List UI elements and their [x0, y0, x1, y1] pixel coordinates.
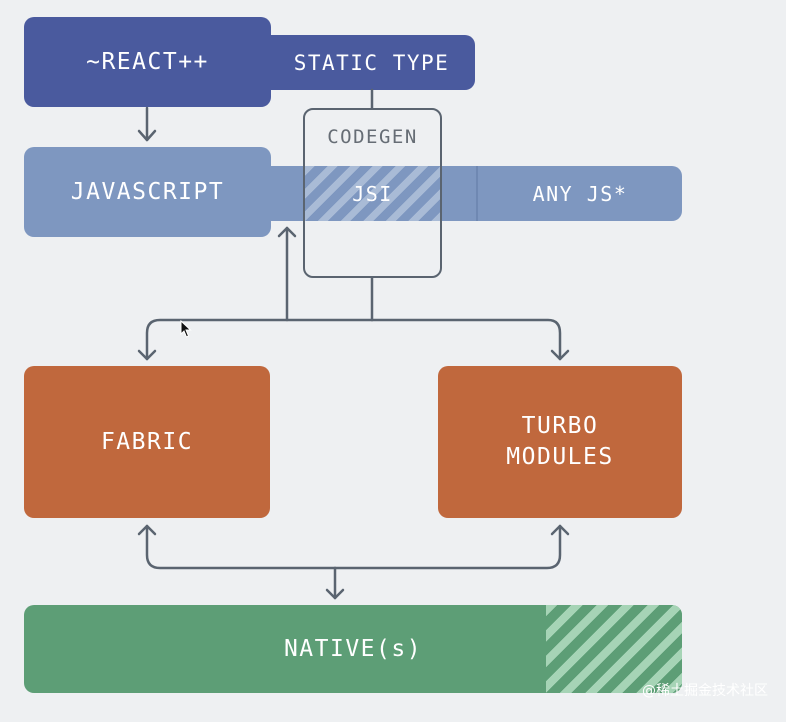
- javascript-box: JAVASCRIPT: [24, 147, 271, 237]
- source-credit: @稀土掘金技术社区: [642, 683, 768, 699]
- mouse-pointer-icon: [180, 320, 192, 338]
- static-type-label: STATIC TYPE: [293, 50, 450, 75]
- arrowhead-turbo-up: [550, 524, 570, 536]
- codegen-label: CODEGEN: [327, 126, 418, 148]
- turbo-modules-label: TURBO MODULES: [506, 413, 614, 470]
- connector-split-right: [370, 318, 562, 361]
- fabric-label: FABRIC: [100, 429, 194, 455]
- native-label: NATIVE(s): [283, 636, 423, 662]
- jsi-label: JSI: [352, 181, 393, 206]
- jsi-hatch-pattern: [305, 166, 440, 221]
- arrowhead-javascript: [137, 129, 157, 142]
- jsi-divider: [476, 166, 478, 221]
- static-type-box: STATIC TYPE: [268, 35, 475, 90]
- any-js-box: ANY JS*: [478, 166, 682, 221]
- fabric-box: FABRIC: [24, 366, 270, 518]
- turbo-modules-box: TURBO MODULES: [438, 366, 682, 518]
- arrowhead-fabric-up: [137, 524, 157, 536]
- arrowhead-fabric: [137, 349, 157, 361]
- react-plus-plus-label: ~REACT++: [86, 49, 209, 75]
- connector-bottom-right: [333, 524, 562, 570]
- native-hatch-pattern: [546, 605, 682, 693]
- react-plus-plus-box: ~REACT++: [24, 17, 271, 107]
- any-js-label: ANY JS*: [532, 181, 628, 206]
- arrowhead-jsi: [277, 226, 297, 238]
- connector-bottom-left: [145, 524, 337, 570]
- arrowhead-native: [325, 588, 345, 600]
- arrowhead-turbo: [550, 349, 570, 361]
- javascript-label: JAVASCRIPT: [70, 179, 225, 205]
